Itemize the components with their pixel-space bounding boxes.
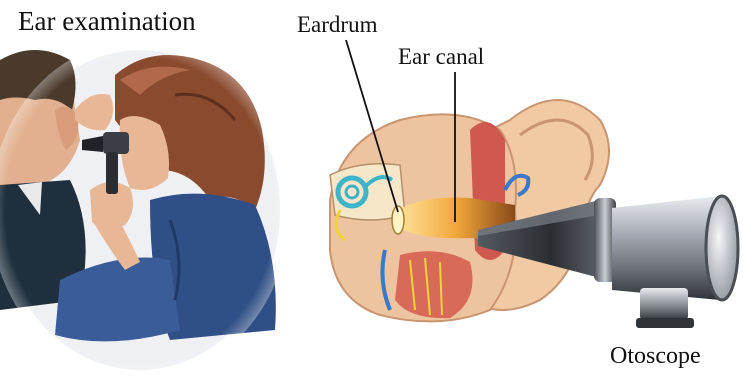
exam-scene bbox=[0, 40, 290, 379]
ear-canal-label: Ear canal bbox=[398, 45, 484, 68]
figure-title: Ear examination bbox=[18, 8, 196, 35]
eardrum-label: Eardrum bbox=[297, 13, 377, 36]
otoscope-label: Otoscope bbox=[610, 344, 701, 368]
